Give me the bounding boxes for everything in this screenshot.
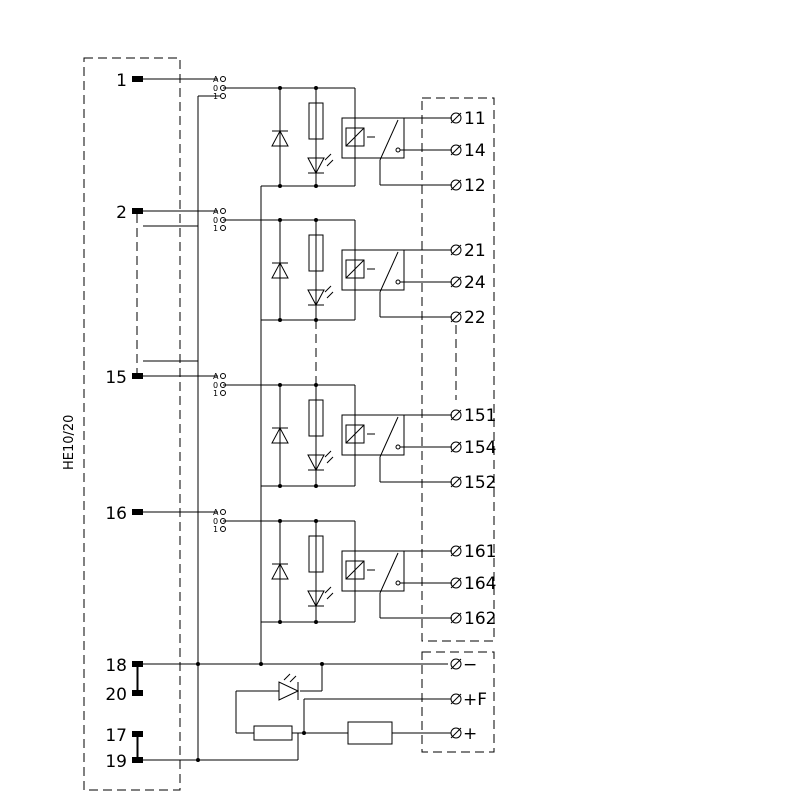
freewheel-diode xyxy=(271,88,289,186)
svg-text:19: 19 xyxy=(105,752,127,772)
terminal-152: 152 xyxy=(450,473,496,493)
svg-text:151: 151 xyxy=(464,406,496,426)
svg-text:+F: +F xyxy=(463,690,487,710)
svg-text:A: A xyxy=(213,207,219,216)
pin-1: 1 xyxy=(116,71,143,91)
svg-text:1: 1 xyxy=(213,224,218,233)
freewheel-diode xyxy=(271,521,289,622)
relay-terminal-block xyxy=(421,97,495,642)
svg-text:16: 16 xyxy=(105,504,127,524)
svg-text:0: 0 xyxy=(213,216,218,225)
svg-text:21: 21 xyxy=(464,241,486,261)
resistor xyxy=(308,102,324,140)
status-led xyxy=(307,285,334,307)
terminal-151: 151 xyxy=(450,406,496,426)
svg-text:162: 162 xyxy=(464,609,496,629)
power-terminals: − +F + xyxy=(450,655,487,744)
channel-3: A 0 1 xyxy=(143,372,452,488)
terminal-plus: + xyxy=(450,724,477,744)
terminal-11: 11 xyxy=(450,109,486,129)
fuse xyxy=(347,721,393,745)
svg-text:0: 0 xyxy=(213,517,218,526)
relay xyxy=(341,550,452,619)
channel-2-terminals: 21 24 22 xyxy=(450,241,486,328)
svg-text:161: 161 xyxy=(464,542,496,562)
pin-19: 19 xyxy=(105,752,143,772)
selector-switch: A 0 1 xyxy=(213,207,240,233)
terminal-12: 12 xyxy=(450,176,486,196)
relay xyxy=(341,249,452,318)
pin-18: 18 xyxy=(105,656,143,676)
svg-text:24: 24 xyxy=(464,273,486,293)
svg-text:+: + xyxy=(463,724,477,744)
channel-1: A 0 1 xyxy=(143,75,452,188)
svg-text:11: 11 xyxy=(464,109,486,129)
svg-text:A: A xyxy=(213,372,219,381)
terminal-22: 22 xyxy=(450,308,486,328)
svg-text:18: 18 xyxy=(105,656,127,676)
status-led xyxy=(307,586,334,608)
svg-text:−: − xyxy=(463,655,477,675)
svg-text:15: 15 xyxy=(105,368,127,388)
terminal-minus: − xyxy=(450,655,477,675)
selector-switch: A 0 1 xyxy=(213,372,240,398)
channel-4-terminals: 161 164 162 xyxy=(450,542,496,629)
svg-text:154: 154 xyxy=(464,438,496,458)
pin-20: 20 xyxy=(105,685,143,705)
svg-text:A: A xyxy=(213,75,219,84)
svg-text:2: 2 xyxy=(116,203,127,223)
pin-2: 2 xyxy=(116,203,143,223)
terminal-plus-f: +F xyxy=(450,690,487,710)
svg-text:17: 17 xyxy=(105,726,127,746)
terminal-164: 164 xyxy=(450,574,496,594)
terminal-161: 161 xyxy=(450,542,496,562)
terminal-162: 162 xyxy=(450,609,496,629)
svg-text:164: 164 xyxy=(464,574,496,594)
svg-text:1: 1 xyxy=(213,525,218,534)
channel-2: A 0 1 xyxy=(143,207,452,322)
resistor xyxy=(308,399,324,437)
svg-text:12: 12 xyxy=(464,176,486,196)
channel-1-terminals: 11 14 12 xyxy=(450,109,486,196)
svg-text:1: 1 xyxy=(116,71,127,91)
terminal-21: 21 xyxy=(450,241,486,261)
svg-text:1: 1 xyxy=(213,389,218,398)
terminal-14: 14 xyxy=(450,141,486,161)
resistor xyxy=(308,535,324,573)
svg-text:22: 22 xyxy=(464,308,486,328)
power-led xyxy=(235,662,324,733)
connector-label: HE10/20 xyxy=(62,415,77,470)
terminal-24: 24 xyxy=(450,273,486,293)
selector-switch: A 0 1 xyxy=(213,508,240,534)
status-led xyxy=(307,450,334,472)
relay xyxy=(341,414,452,483)
freewheel-diode xyxy=(271,220,289,320)
freewheel-diode xyxy=(271,385,289,486)
pin-15: 15 xyxy=(105,368,143,388)
status-led xyxy=(307,153,334,175)
svg-text:20: 20 xyxy=(105,685,127,705)
relay xyxy=(341,117,452,186)
svg-text:0: 0 xyxy=(213,84,218,93)
channel-4: A 0 1 xyxy=(143,508,452,624)
pin-17: 17 xyxy=(105,726,143,746)
power-terminal-block xyxy=(421,651,495,753)
svg-text:0: 0 xyxy=(213,381,218,390)
svg-text:A: A xyxy=(213,508,219,517)
led-resistor xyxy=(253,725,293,741)
terminal-154: 154 xyxy=(450,438,496,458)
svg-text:14: 14 xyxy=(464,141,486,161)
resistor xyxy=(308,234,324,272)
channel-3-terminals: 151 154 152 xyxy=(450,406,496,493)
pin-16: 16 xyxy=(105,504,143,524)
svg-text:152: 152 xyxy=(464,473,496,493)
selector-switch: A 0 1 xyxy=(198,75,240,101)
connector-outline xyxy=(83,57,181,791)
